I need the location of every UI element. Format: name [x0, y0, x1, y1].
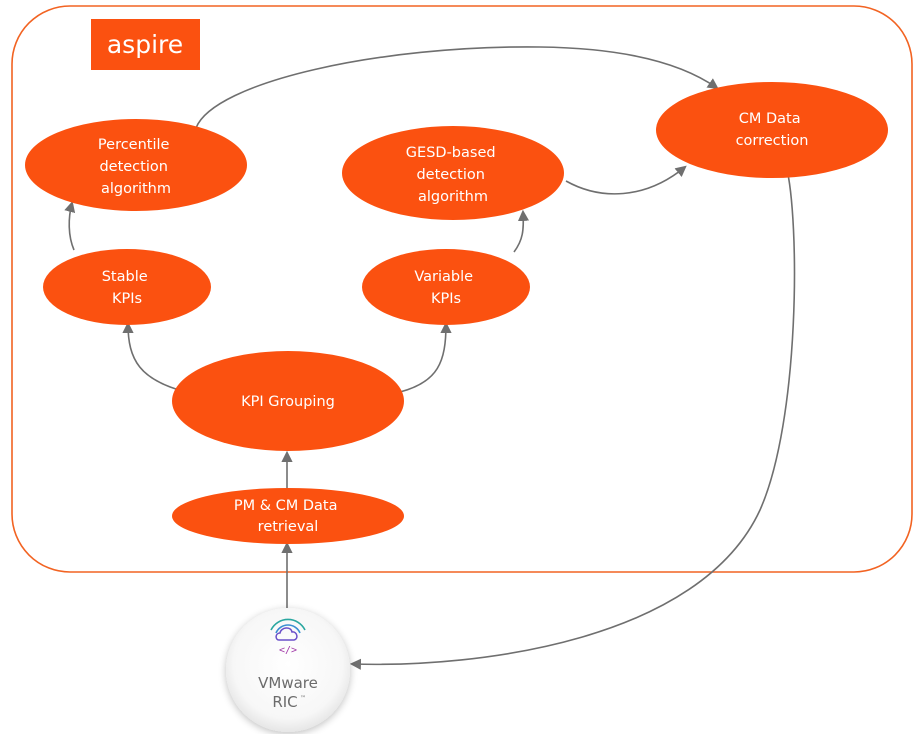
edge-stable-to-percentile [64, 200, 76, 251]
node-stable-kpis: Stable KPIs [43, 249, 211, 325]
svg-text:aspire: aspire [107, 30, 183, 59]
vmware-ric-badge: </> VMware RIC ™ [226, 608, 350, 732]
aspire-frame [11, 5, 913, 573]
svg-text:PM & CM Data retrieval: PM & CM Data retrieval [234, 498, 342, 535]
svg-text:RIC: RIC [272, 693, 297, 711]
edge-percentile-to-cm-correction [195, 46, 719, 129]
aspire-logo: aspire [91, 19, 200, 70]
edges [64, 46, 796, 670]
svg-text:</>: </> [279, 645, 297, 656]
svg-text:VMware: VMware [258, 674, 318, 692]
svg-text:GESD-based detection: GESD-based detection algorithm [406, 145, 500, 205]
node-cm-data-correction: CM Data correction [656, 82, 888, 178]
node-pm-cm-data-retrieval: PM & CM Data retrieval [172, 488, 404, 544]
cloud-code-icon: </> [270, 618, 306, 656]
edge-gesd-to-cm-correction [565, 165, 687, 195]
node-kpi-grouping: KPI Grouping [172, 351, 404, 451]
node-gesd-detection: GESD-based detection algorithm [342, 126, 564, 220]
edge-variable-to-gesd [513, 209, 530, 253]
edge-grouping-to-variable [399, 321, 452, 393]
svg-text:CM Data correction: CM Data correction [736, 111, 809, 149]
svg-text:Percentile detection: Percentile detection algorithm [98, 137, 174, 197]
node-percentile-detection: Percentile detection algorithm [25, 119, 247, 211]
node-variable-kpis: Variable KPIs [362, 249, 530, 325]
edge-cm-correction-to-ric [349, 164, 796, 670]
edge-grouping-to-stable [122, 321, 187, 393]
svg-text:KPI Grouping: KPI Grouping [241, 394, 335, 410]
svg-text:™: ™ [300, 695, 306, 702]
svg-text:Stable KPIs: Stable KPIs [102, 269, 153, 307]
svg-text:Variable KPIs: Variable KPIs [414, 269, 477, 307]
